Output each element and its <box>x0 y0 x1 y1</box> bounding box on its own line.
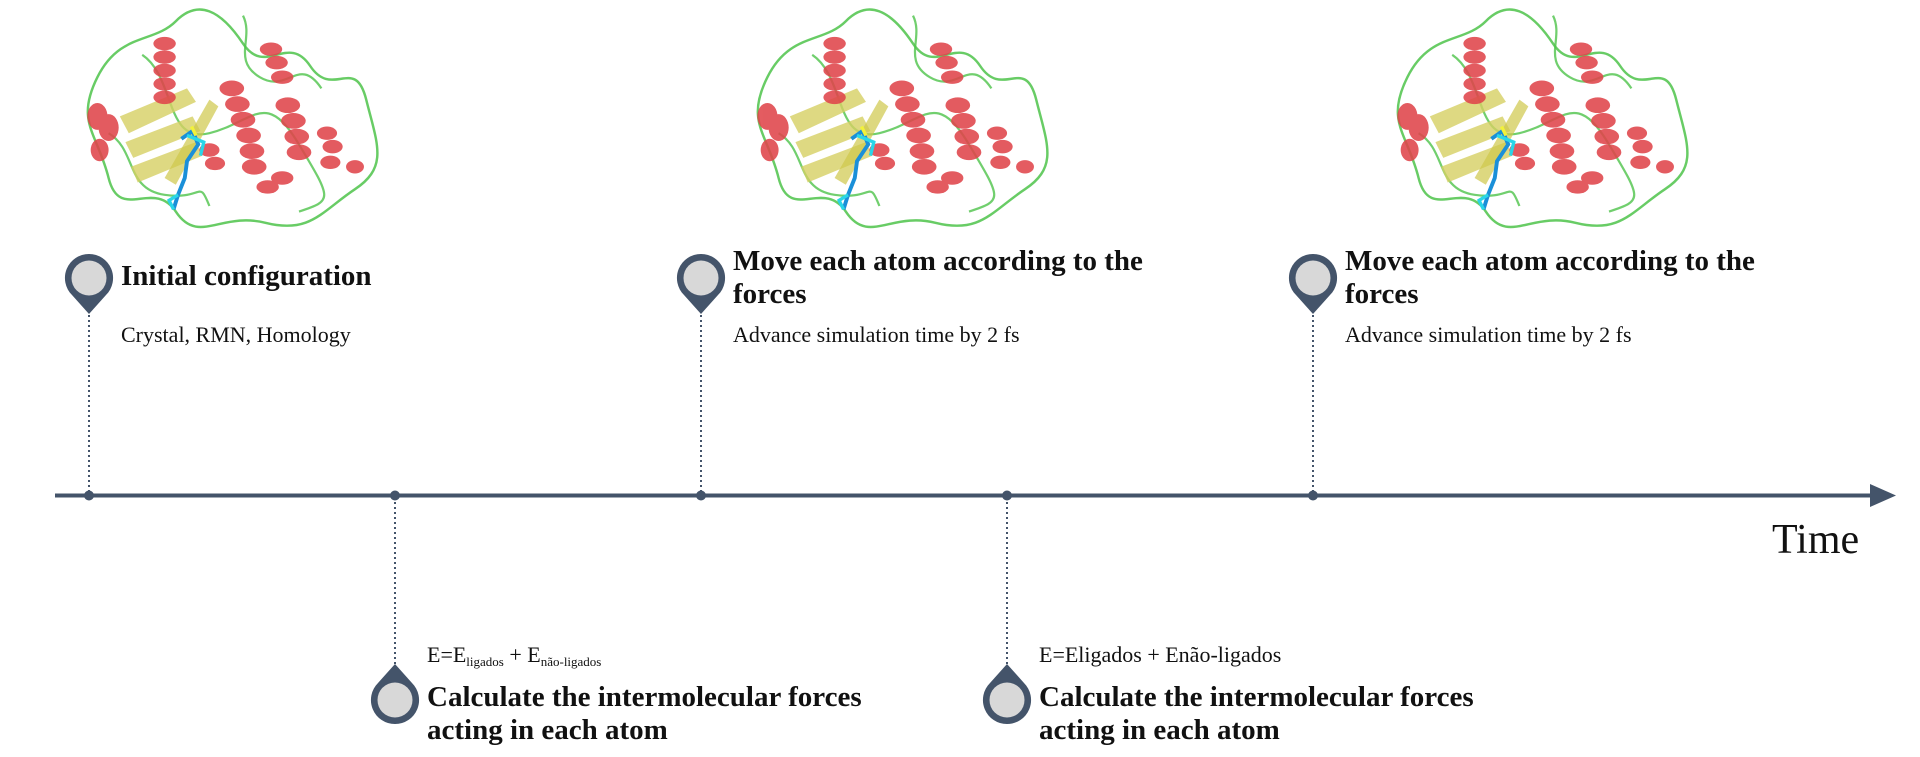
protein-structure-image <box>1395 7 1690 229</box>
step-4-energy-formula: E=Eligados + Enão-ligados <box>1039 642 1282 667</box>
map-pin-icon <box>1288 253 1338 314</box>
axis-marker-3 <box>696 490 706 501</box>
map-pin-icon <box>676 253 726 314</box>
step-1-description: Crystal, RMN, Homology <box>121 322 351 347</box>
step-4-title: Calculate the intermolecular forces acti… <box>1039 681 1474 746</box>
protein-structure-image <box>85 7 380 229</box>
axis-marker-2 <box>390 490 400 501</box>
map-pin-icon <box>982 664 1032 725</box>
step-5-description: Advance simulation time by 2 fs <box>1345 322 1632 347</box>
axis-marker-4 <box>1002 490 1012 501</box>
map-pin-icon <box>370 664 420 725</box>
axis-marker-1 <box>84 490 94 501</box>
step-3-description: Advance simulation time by 2 fs <box>733 322 1020 347</box>
map-pin-icon <box>64 253 114 314</box>
step-2-title: Calculate the intermolecular forces acti… <box>427 681 862 746</box>
time-axis-arrowhead <box>1870 484 1896 507</box>
protein-structure-image <box>755 7 1050 229</box>
step-2-energy-formula: E=Eligados + Enão-ligados <box>427 642 602 669</box>
step-1-title: Initial configuration <box>121 260 372 292</box>
step-5-title: Move each atom according to the forces <box>1345 245 1755 310</box>
step-3-title: Move each atom according to the forces <box>733 245 1143 310</box>
axis-marker-5 <box>1308 490 1318 501</box>
time-axis-label: Time <box>1772 517 1860 563</box>
